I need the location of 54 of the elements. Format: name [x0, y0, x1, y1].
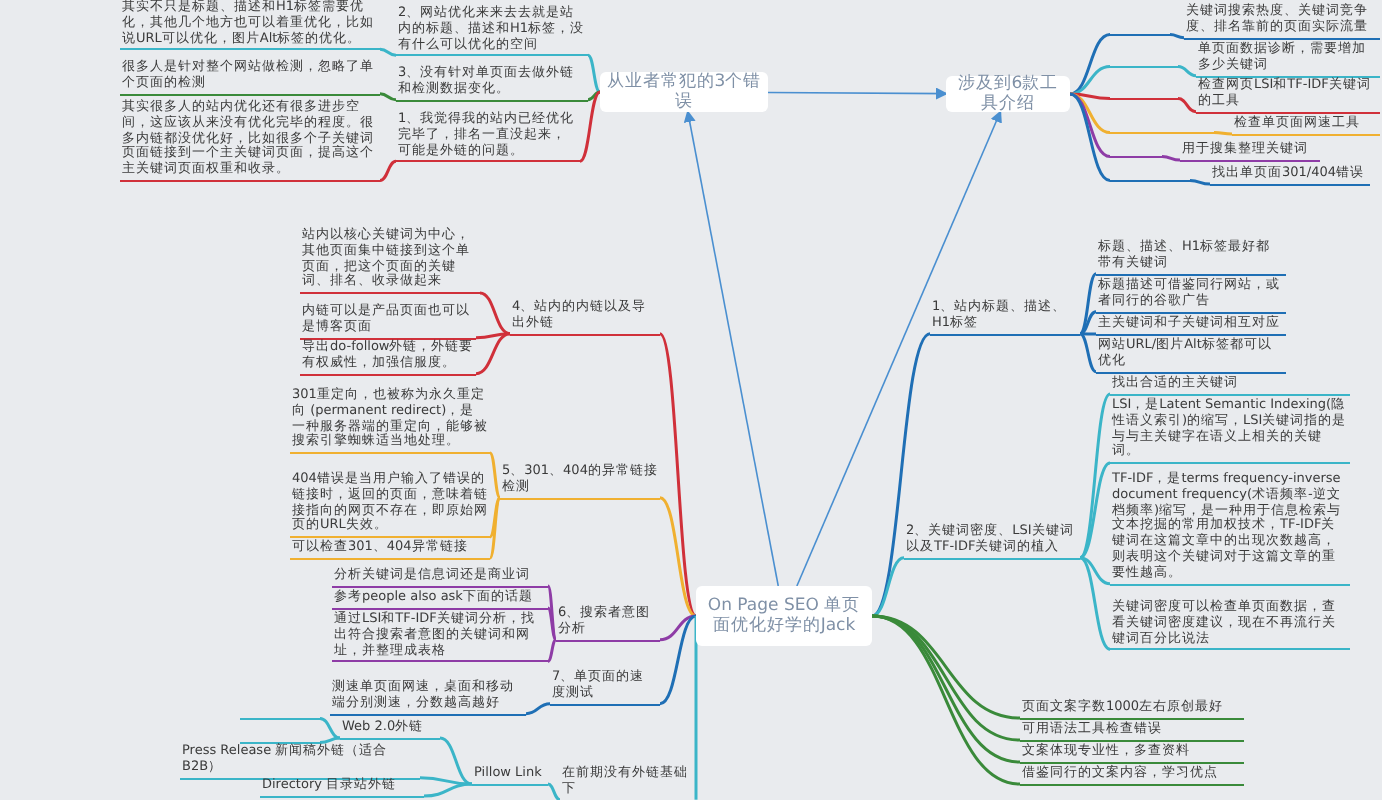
- branch-line: [1079, 461, 1111, 559]
- branch-line: [319, 736, 341, 744]
- branch-line: [1213, 131, 1233, 136]
- branch-line: [546, 585, 558, 641]
- branch-line: [1069, 92, 1111, 134]
- branch-line: [1161, 155, 1181, 162]
- branch-line: [1078, 393, 1112, 559]
- branch-line: [871, 556, 905, 618]
- arrow: [683, 110, 780, 587]
- branch-line: [379, 47, 397, 57]
- branch-line: [1079, 556, 1111, 586]
- branch-line: [1069, 65, 1111, 96]
- branch-line: [475, 332, 511, 376]
- branch-line: [1189, 179, 1211, 186]
- branch-line: [659, 496, 697, 618]
- branch-line: [1079, 310, 1097, 336]
- branch-line: [658, 332, 698, 617]
- arrow: [767, 87, 948, 100]
- topic-box: On Page SEO 单页面优化好学的Jack: [696, 586, 872, 646]
- branch-line: [659, 614, 697, 706]
- branch-line: [547, 782, 561, 800]
- topic-box: 涉及到6款工具介绍: [946, 76, 1070, 112]
- branch-line: [871, 332, 931, 618]
- branch-line: [439, 736, 473, 786]
- branch-line: [488, 451, 502, 499]
- branch-line: [319, 717, 341, 740]
- branch-line: [1069, 33, 1111, 96]
- branch-line: [479, 291, 511, 336]
- branch-line: [694, 616, 698, 800]
- branch-line: [1169, 33, 1185, 40]
- branch-line: [1177, 65, 1197, 78]
- branch-line: [587, 54, 601, 94]
- branch-line: [475, 332, 511, 340]
- branch-line: [1079, 332, 1097, 373]
- branch-line: [423, 782, 473, 798]
- branch-line: [1079, 272, 1097, 335]
- branch-line: [579, 90, 601, 163]
- branch-line: [525, 702, 551, 716]
- branch-line: [1177, 97, 1197, 114]
- arrow: [796, 110, 1002, 587]
- branch-line: [379, 92, 397, 102]
- branch-line: [1069, 92, 1111, 158]
- branch-line: [546, 638, 558, 663]
- branch-line: [659, 614, 697, 642]
- branch-line: [379, 159, 397, 182]
- branch-line: [488, 496, 502, 538]
- branch-line: [1069, 92, 1111, 100]
- branch-line: [419, 776, 473, 786]
- branch-line: [488, 496, 502, 559]
- branch-line: [1079, 556, 1111, 651]
- topic-box: 从业者常犯的3个错误: [600, 72, 768, 112]
- branch-line: [1069, 92, 1111, 182]
- branch-line: [546, 607, 558, 641]
- branch-line: [1080, 332, 1096, 336]
